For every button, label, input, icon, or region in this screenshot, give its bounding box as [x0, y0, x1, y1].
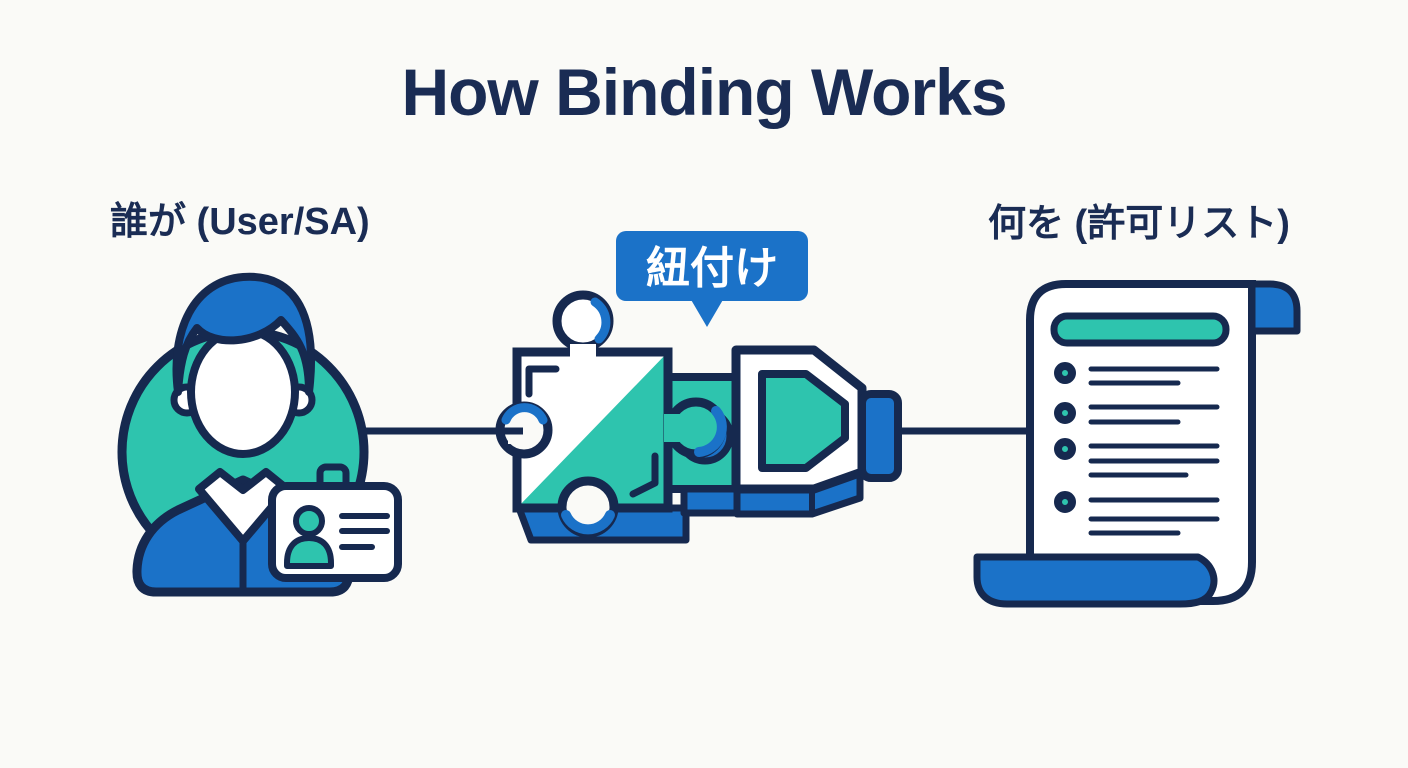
id-card-icon — [268, 463, 402, 582]
page-title: How Binding Works — [401, 55, 1007, 129]
puzzle-piece-icon — [495, 290, 743, 544]
scroll-document-icon — [973, 280, 1301, 608]
connector-plug-icon — [731, 345, 902, 518]
user-avatar-icon — [117, 272, 369, 597]
speech-bubble — [616, 231, 808, 327]
who-label: 誰が (User/SA) — [110, 201, 370, 243]
what-label: 何を (許可リスト) — [988, 203, 1290, 245]
binding-label: 紐付け — [646, 244, 778, 293]
